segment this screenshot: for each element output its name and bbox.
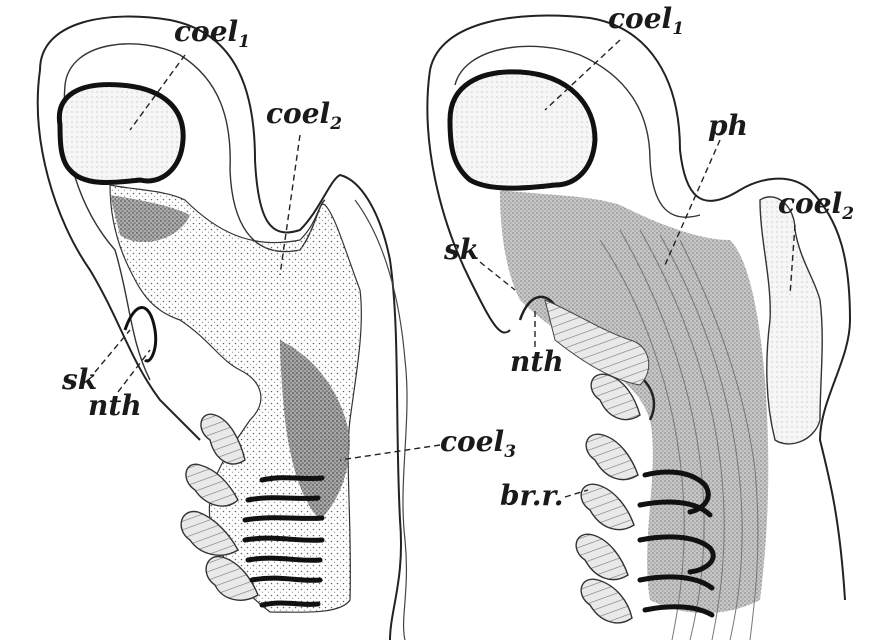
label-left-coel2-sub: 2 — [330, 114, 342, 134]
label-right-coel2-sub: 2 — [842, 204, 854, 224]
label-right-coel1-sub: 1 — [672, 19, 684, 39]
label-left-coel2: coel2 — [266, 100, 342, 133]
label-right-coel2-base: coel — [778, 187, 842, 220]
right-coel1-cavity — [450, 72, 595, 188]
left-coel1-cavity — [59, 85, 183, 183]
label-right-coel1: coel1 — [608, 5, 684, 38]
label-left-coel1: coel1 — [174, 18, 250, 51]
label-right-coel2: coel2 — [778, 190, 854, 223]
label-left-coel1-sub: 1 — [238, 32, 250, 52]
label-right-nth: nth — [510, 348, 564, 376]
label-left-coel3-sub: 3 — [504, 442, 516, 462]
label-left-coel3: coel3 — [440, 428, 516, 461]
right-coel2-cavity — [760, 197, 822, 444]
label-left-coel3-base: coel — [440, 425, 504, 458]
label-left-coel1-base: coel — [174, 15, 238, 48]
right-section-drawing — [427, 16, 850, 640]
left-section-drawing — [38, 17, 407, 640]
right-branchial-folds — [576, 374, 640, 623]
label-left-coel2-base: coel — [266, 97, 330, 130]
label-left-nth: nth — [88, 392, 142, 420]
label-right-brr: br.r. — [500, 482, 563, 510]
label-right-ph: ph — [708, 112, 748, 140]
label-right-coel1-base: coel — [608, 2, 672, 35]
label-right-sk: sk — [444, 236, 479, 264]
